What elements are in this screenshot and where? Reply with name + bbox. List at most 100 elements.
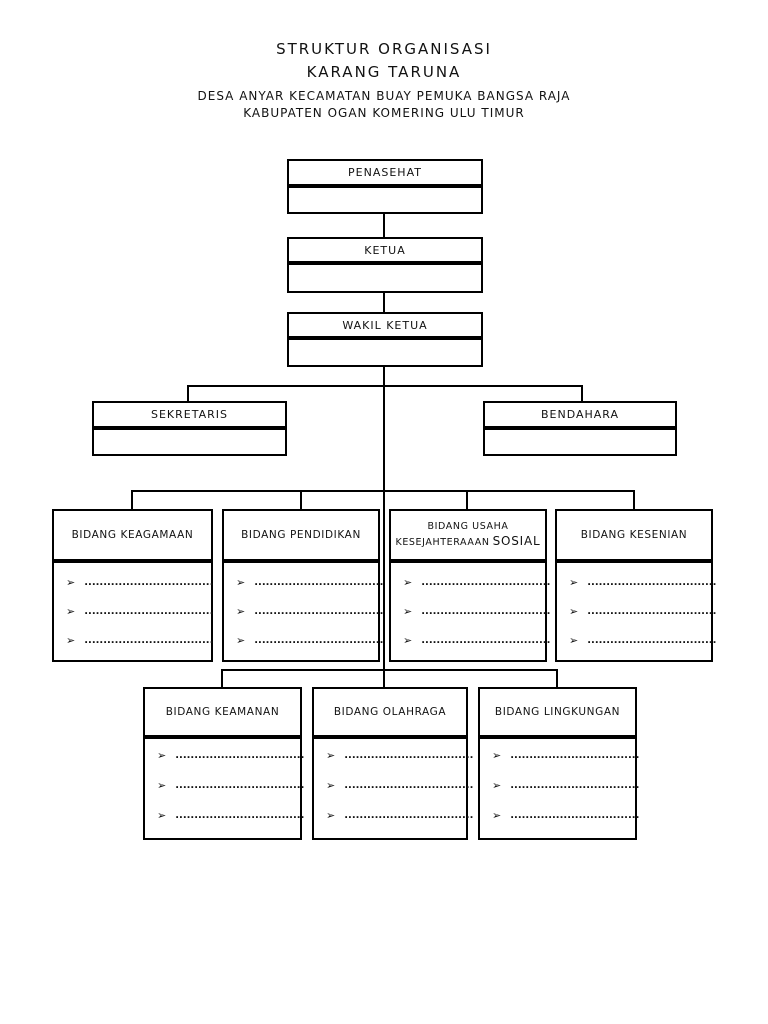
list-item: ➢.................................. bbox=[326, 749, 473, 763]
org-box-sekretaris-name-slot bbox=[92, 428, 287, 456]
dotted-line: .................................. bbox=[84, 577, 214, 588]
arrow-bullet-icon: ➢ bbox=[157, 749, 167, 762]
arrow-bullet-icon: ➢ bbox=[492, 779, 502, 792]
dotted-line: .................................. bbox=[254, 606, 384, 617]
arrow-bullet-icon: ➢ bbox=[326, 779, 336, 792]
arrow-bullet-icon: ➢ bbox=[66, 605, 76, 618]
org-box-bidang-pendidikan: BIDANG PENDIDIKAN ➢.....................… bbox=[222, 509, 384, 662]
arrow-bullet-icon: ➢ bbox=[403, 634, 413, 647]
arrow-bullet-icon: ➢ bbox=[492, 809, 502, 822]
dotted-line: .................................. bbox=[587, 606, 717, 617]
org-box-ketua-title: KETUA bbox=[287, 237, 483, 263]
dotted-line: .................................. bbox=[175, 750, 305, 761]
list-item: ➢.................................. bbox=[157, 779, 304, 793]
dotted-line: .................................. bbox=[344, 780, 474, 791]
arrow-bullet-icon: ➢ bbox=[66, 576, 76, 589]
dotted-line: .................................. bbox=[175, 780, 305, 791]
org-box-penasehat-name-slot bbox=[287, 186, 483, 214]
arrow-bullet-icon: ➢ bbox=[326, 749, 336, 762]
list-item: ➢.................................. bbox=[236, 576, 383, 590]
arrow-bullet-icon: ➢ bbox=[236, 576, 246, 589]
org-box-bidang-usaha-list: ➢.................................. ➢...… bbox=[389, 561, 551, 662]
connector-central-trunk bbox=[383, 367, 385, 687]
org-box-wakil-ketua-title: WAKIL KETUA bbox=[287, 312, 483, 338]
connector-row2-horizontal bbox=[131, 490, 635, 492]
connector-row3-horizontal bbox=[221, 669, 558, 671]
list-item: ➢.................................. bbox=[66, 576, 214, 590]
connector-penasehat-ketua bbox=[383, 214, 385, 237]
arrow-bullet-icon: ➢ bbox=[66, 634, 76, 647]
dotted-line: .................................. bbox=[344, 810, 474, 821]
list-item: ➢.................................. bbox=[157, 749, 304, 763]
org-box-ketua: KETUA bbox=[287, 237, 483, 293]
connector-drop-kesenian bbox=[633, 490, 635, 509]
subtitle-line-1: DESA ANYAR KECAMATAN BUAY PEMUKA BANGSA … bbox=[197, 89, 571, 103]
org-box-bidang-kesenian-title: BIDANG KESENIAN bbox=[555, 509, 713, 561]
arrow-bullet-icon: ➢ bbox=[492, 749, 502, 762]
title-line-2: KARANG TARUNA bbox=[306, 63, 462, 81]
list-item: ➢.................................. bbox=[326, 779, 473, 793]
dotted-line: .................................. bbox=[254, 635, 384, 646]
dotted-line: .................................. bbox=[587, 577, 717, 588]
dotted-line: .................................. bbox=[175, 810, 305, 821]
connector-drop-pendidikan bbox=[300, 490, 302, 509]
arrow-bullet-icon: ➢ bbox=[157, 779, 167, 792]
org-box-bidang-pendidikan-title: BIDANG PENDIDIKAN bbox=[222, 509, 380, 561]
org-box-bidang-keamanan-list: ➢.................................. ➢...… bbox=[143, 737, 304, 840]
dotted-line: .................................. bbox=[421, 577, 551, 588]
list-item: ➢.................................. bbox=[236, 605, 383, 619]
list-item: ➢.................................. bbox=[403, 576, 550, 590]
list-item: ➢.................................. bbox=[66, 605, 214, 619]
org-box-bidang-olahraga-list: ➢.................................. ➢...… bbox=[312, 737, 473, 840]
arrow-bullet-icon: ➢ bbox=[326, 809, 336, 822]
dotted-line: .................................. bbox=[587, 635, 717, 646]
page-title-block: STRUKTUR ORGANISASI KARANG TARUNA DESA A… bbox=[0, 38, 768, 121]
title-line-1: STRUKTUR ORGANISASI bbox=[276, 40, 492, 58]
org-box-bendahara-title: BENDAHARA bbox=[483, 401, 677, 428]
org-box-bidang-kesenian: BIDANG KESENIAN ➢.......................… bbox=[555, 509, 717, 662]
list-item: ➢.................................. bbox=[492, 779, 639, 793]
org-box-wakil-ketua: WAKIL KETUA bbox=[287, 312, 483, 367]
arrow-bullet-icon: ➢ bbox=[403, 576, 413, 589]
dotted-line: .................................. bbox=[510, 750, 640, 761]
dotted-line: .................................. bbox=[254, 577, 384, 588]
arrow-bullet-icon: ➢ bbox=[236, 605, 246, 618]
org-box-bidang-keamanan-title: BIDANG KEAMANAN bbox=[143, 687, 302, 737]
org-box-sekretaris: SEKRETARIS bbox=[92, 401, 287, 456]
list-item: ➢.................................. bbox=[492, 809, 639, 823]
dotted-line: .................................. bbox=[84, 606, 214, 617]
usaha-title-line-2a: KESEJAHTERAAAN bbox=[395, 537, 490, 548]
org-box-bidang-olahraga: BIDANG OLAHRAGA ➢.......................… bbox=[312, 687, 473, 840]
list-item: ➢.................................. bbox=[403, 605, 550, 619]
org-box-bendahara: BENDAHARA bbox=[483, 401, 677, 456]
org-box-sekretaris-title: SEKRETARIS bbox=[92, 401, 287, 428]
org-box-bidang-olahraga-title: BIDANG OLAHRAGA bbox=[312, 687, 468, 737]
org-box-bidang-keagamaan: BIDANG KEAGAMAAN ➢......................… bbox=[52, 509, 213, 662]
dotted-line: .................................. bbox=[421, 606, 551, 617]
list-item: ➢.................................. bbox=[492, 749, 639, 763]
org-box-bidang-lingkungan-title: BIDANG LINGKUNGAN bbox=[478, 687, 637, 737]
connector-drop-sekretaris bbox=[187, 385, 189, 401]
org-box-penasehat-title: PENASEHAT bbox=[287, 159, 483, 186]
org-box-bidang-keagamaan-title: BIDANG KEAGAMAAN bbox=[52, 509, 213, 561]
arrow-bullet-icon: ➢ bbox=[569, 634, 579, 647]
list-item: ➢.................................. bbox=[326, 809, 473, 823]
org-box-bidang-keamanan: BIDANG KEAMANAN ➢.......................… bbox=[143, 687, 304, 840]
dotted-line: .................................. bbox=[510, 780, 640, 791]
arrow-bullet-icon: ➢ bbox=[569, 576, 579, 589]
org-box-bidang-lingkungan: BIDANG LINGKUNGAN ➢.....................… bbox=[478, 687, 639, 840]
list-item: ➢.................................. bbox=[157, 809, 304, 823]
list-item: ➢.................................. bbox=[569, 634, 716, 648]
dotted-line: .................................. bbox=[421, 635, 551, 646]
connector-drop-keamanan bbox=[221, 669, 223, 687]
connector-drop-keagamaan bbox=[131, 490, 133, 509]
dotted-line: .................................. bbox=[510, 810, 640, 821]
org-box-bidang-kesenian-list: ➢.................................. ➢...… bbox=[555, 561, 717, 662]
org-box-bidang-keagamaan-list: ➢.................................. ➢...… bbox=[52, 561, 213, 662]
org-box-wakil-ketua-name-slot bbox=[287, 338, 483, 367]
org-box-penasehat: PENASEHAT bbox=[287, 159, 483, 214]
usaha-title-line-1: BIDANG USAHA bbox=[427, 521, 509, 532]
dotted-line: .................................. bbox=[344, 750, 474, 761]
